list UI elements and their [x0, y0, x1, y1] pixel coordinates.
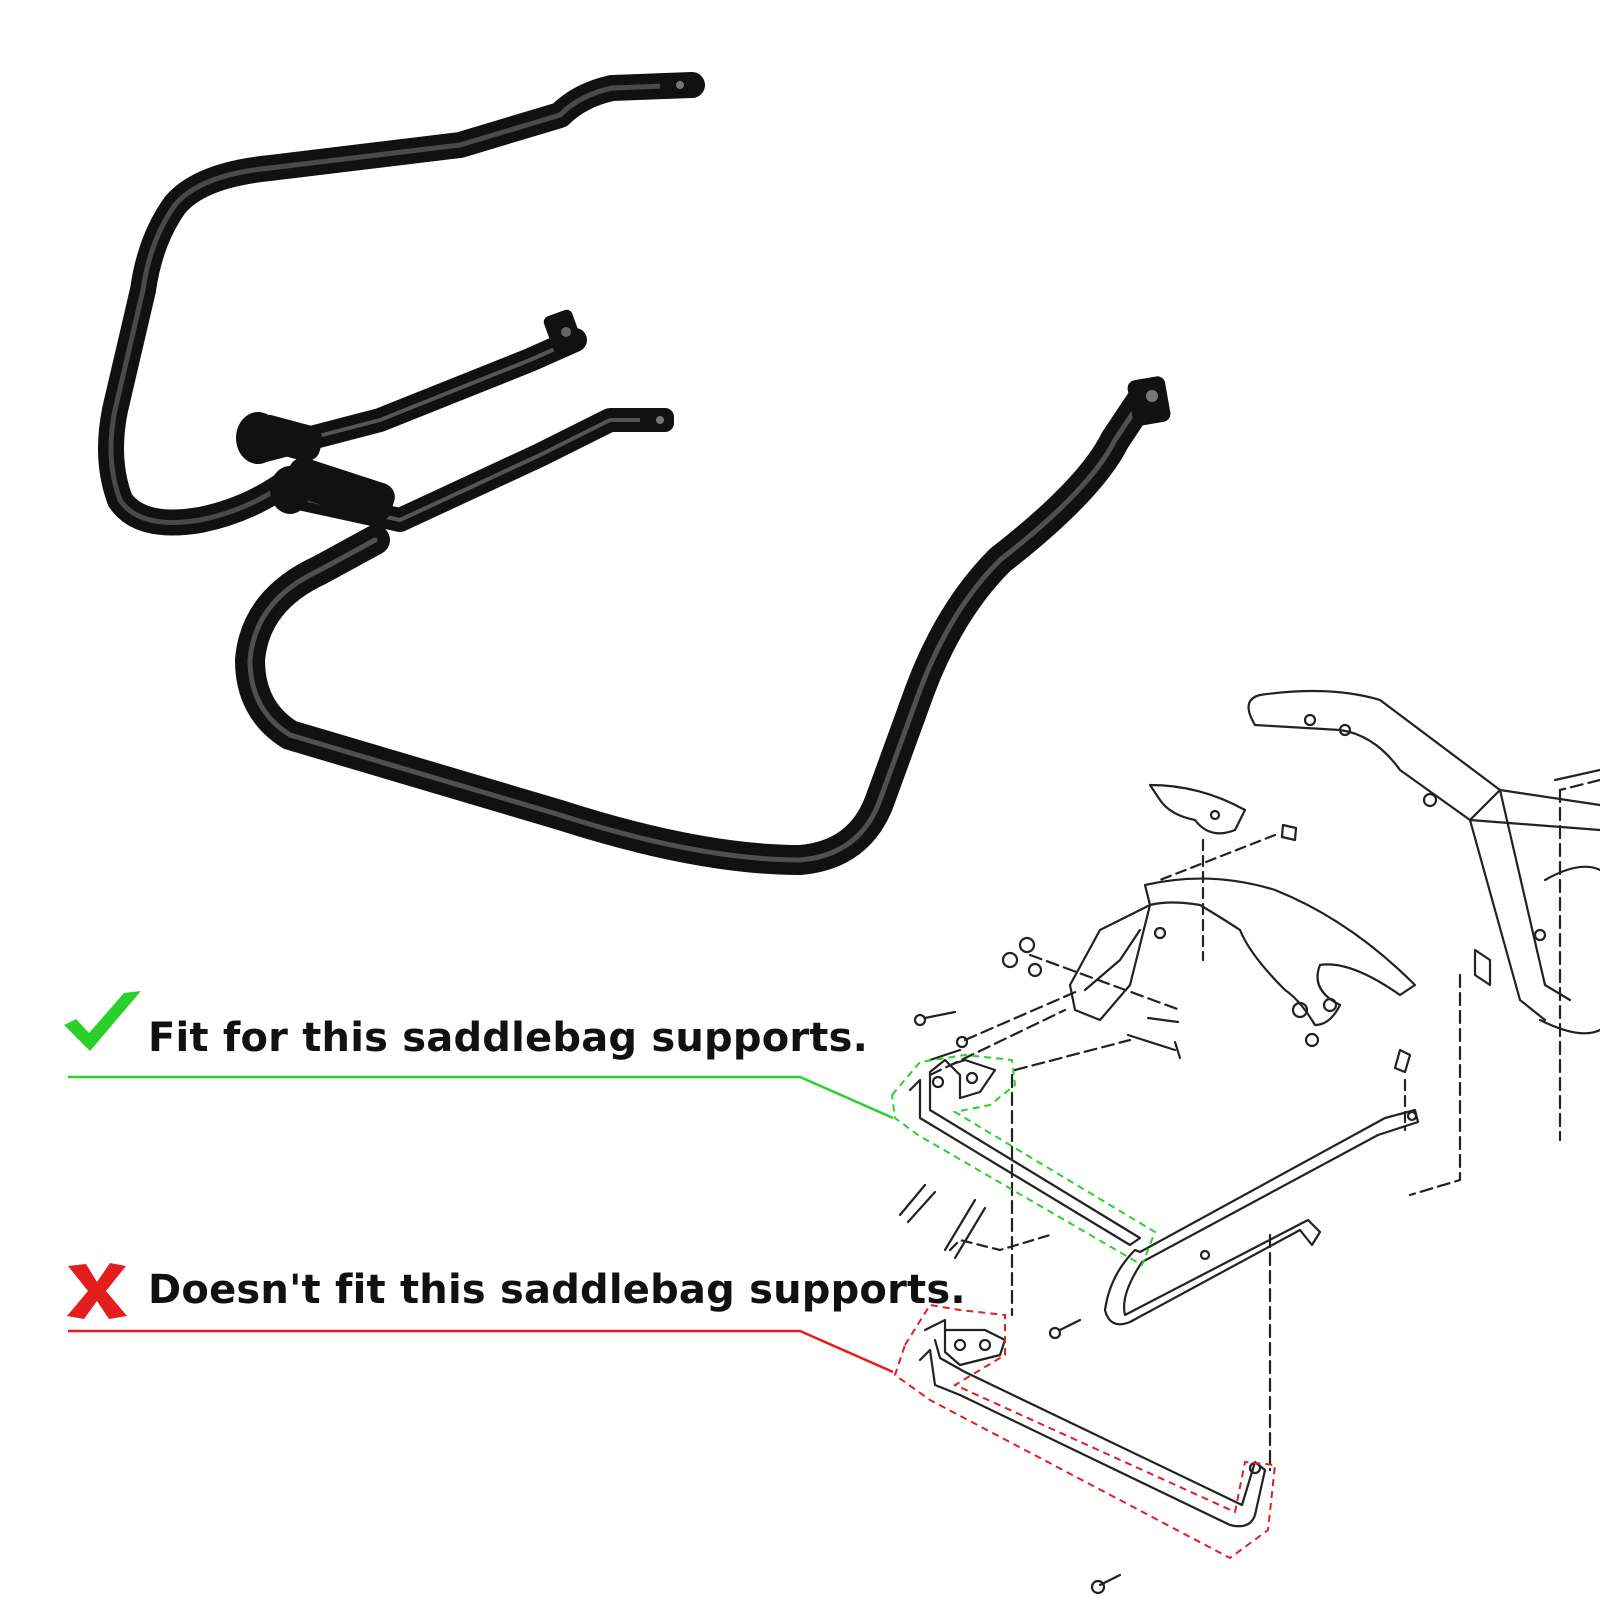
not-fit-highlight-outline [893, 1303, 1277, 1560]
saddlebag-support-bar [98, 72, 1171, 875]
fit-caption: Fit for this saddlebag supports. [148, 1015, 869, 1061]
fit-leader-line [68, 1075, 894, 1120]
not-fit-leader-line [68, 1329, 894, 1374]
not-fit-caption: Doesn't fit this saddlebag supports. [148, 1267, 966, 1313]
green-checkmark-icon [64, 991, 141, 1051]
fit-highlight-outline [890, 1053, 1157, 1267]
frame-line-drawing [898, 689, 1600, 1595]
red-x-icon [67, 1263, 127, 1319]
